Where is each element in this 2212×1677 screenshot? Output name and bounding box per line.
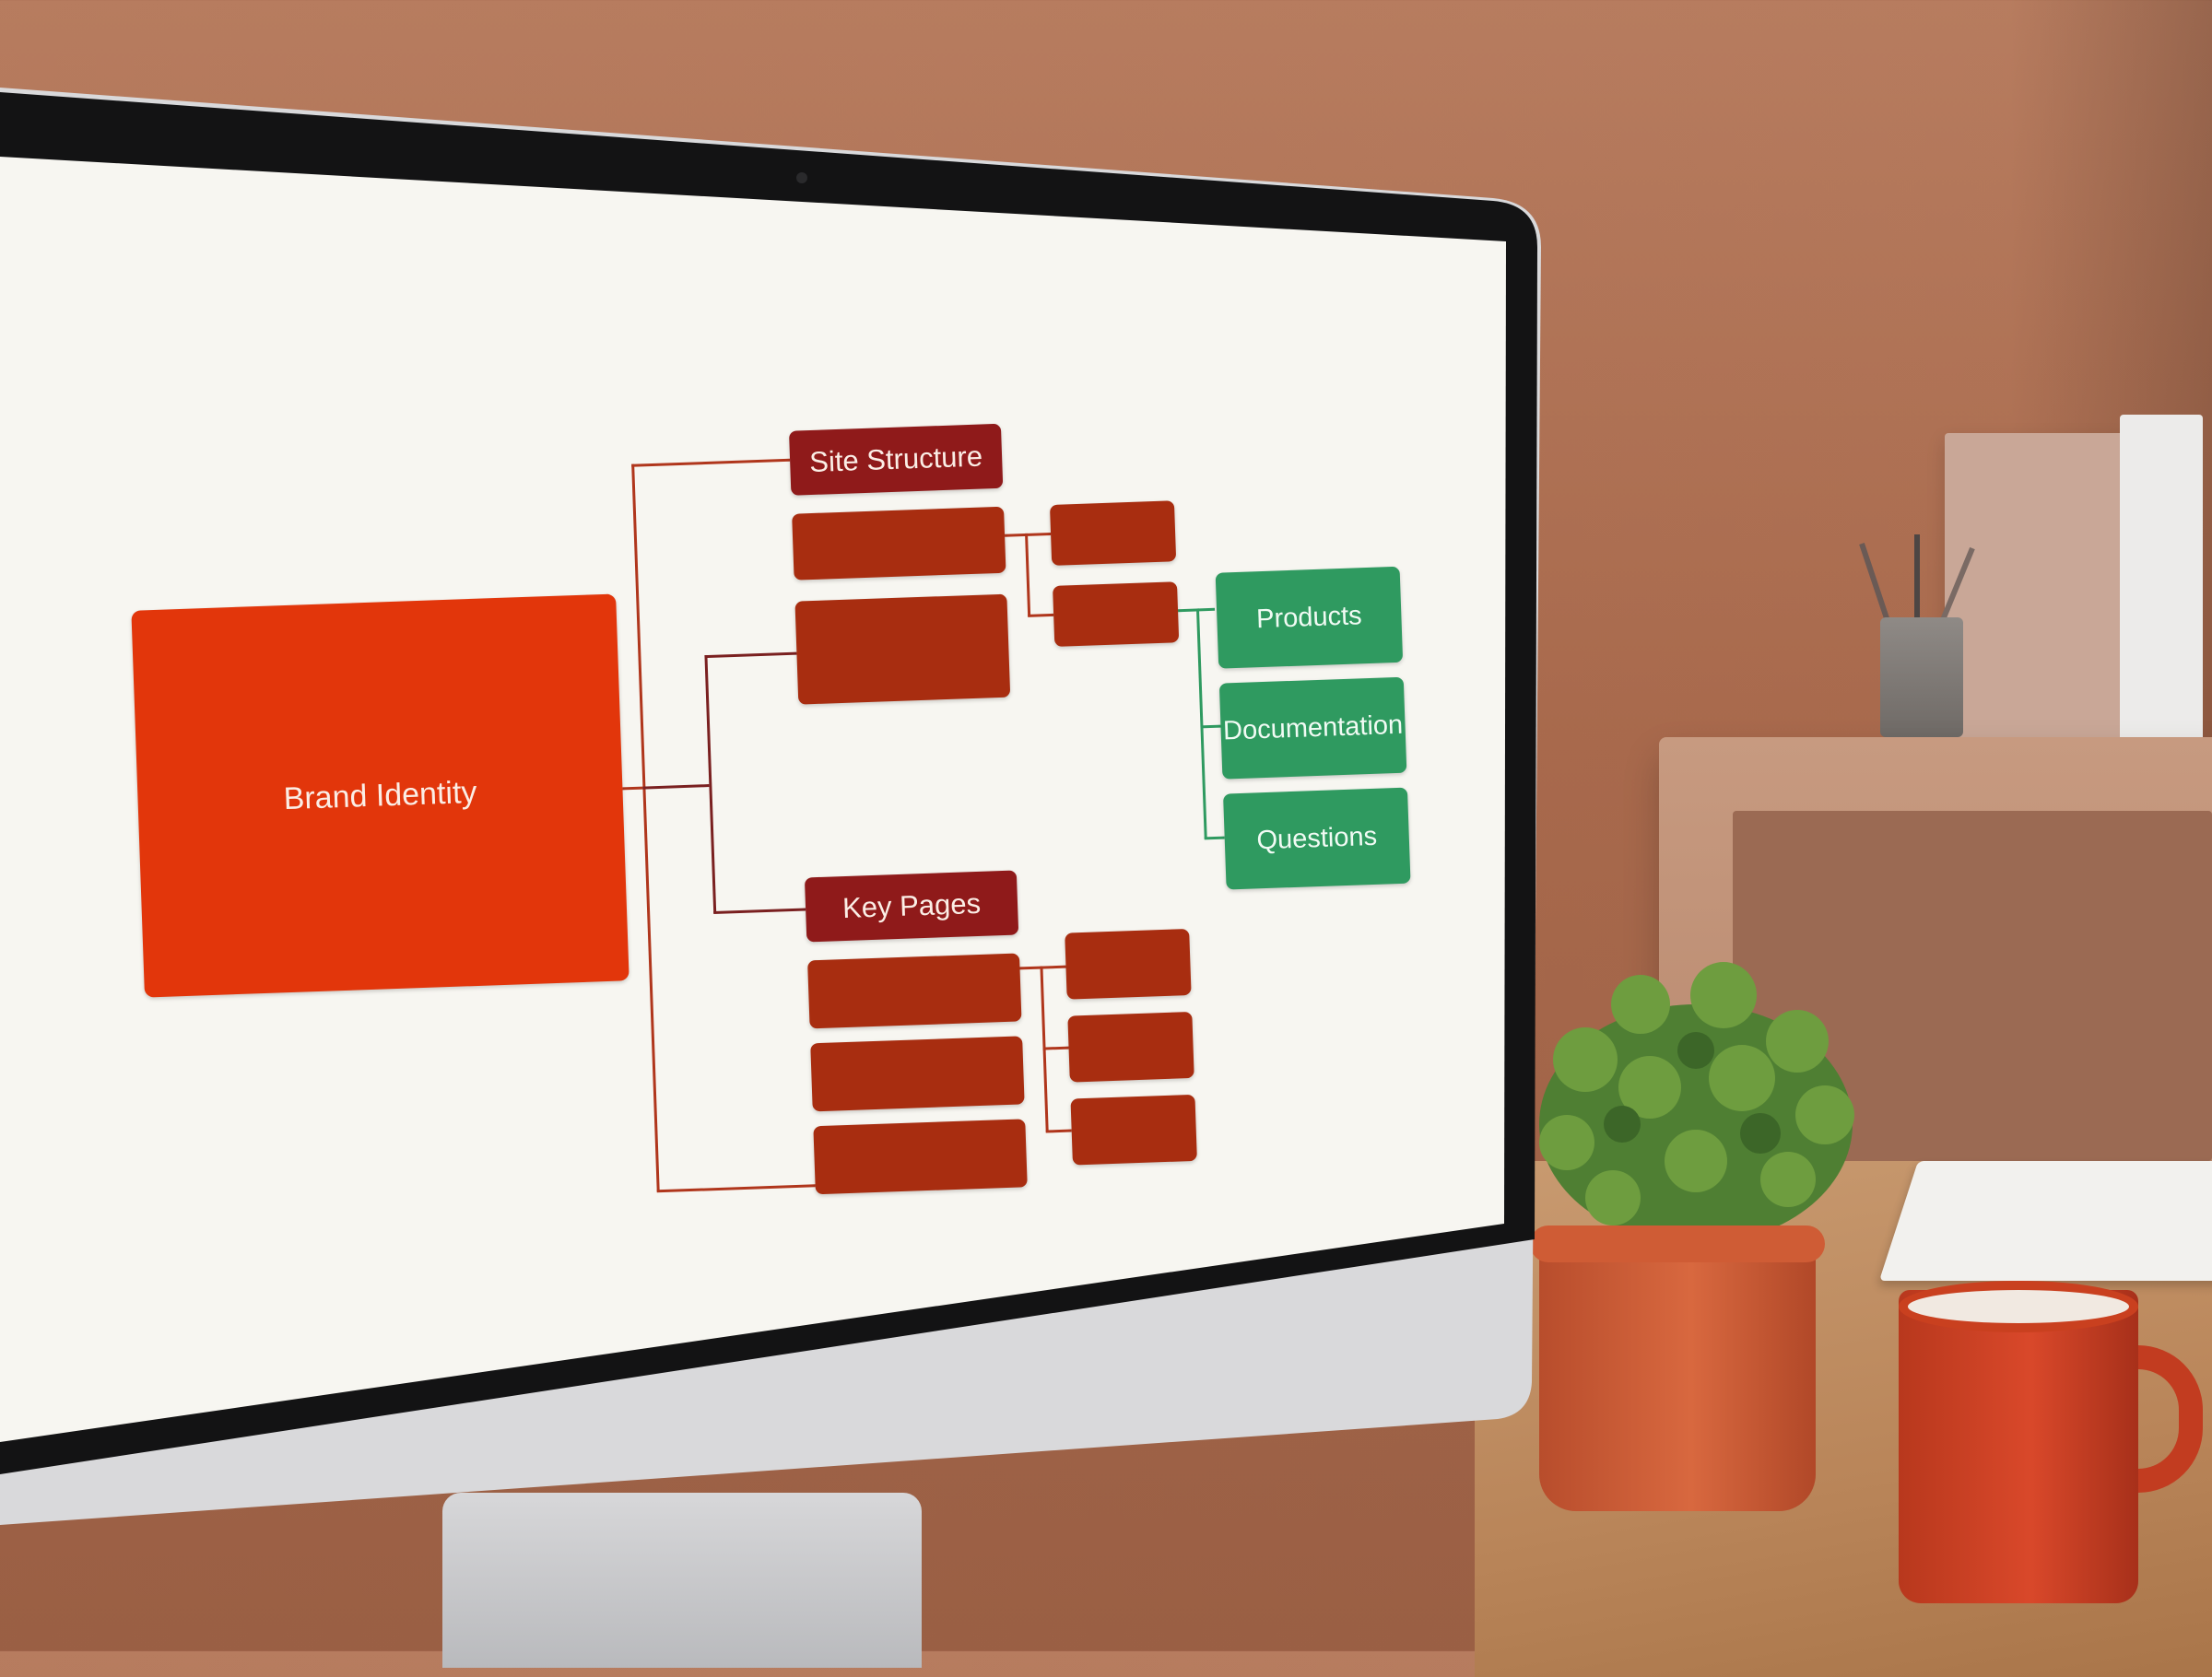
node-label: Brand Identity (283, 774, 478, 816)
binder-box (1945, 433, 2129, 737)
monitor-stand (442, 1493, 922, 1668)
node-block[interactable] (1049, 500, 1177, 566)
connector-line (622, 786, 643, 791)
node-block[interactable] (1070, 1094, 1197, 1166)
connector-line (1195, 608, 1207, 839)
node-brand-identity[interactable]: Brand Identity (131, 593, 629, 998)
plant-icon (1539, 962, 1854, 1244)
plant-pot (1539, 1235, 1816, 1511)
node-block[interactable] (807, 953, 1022, 1029)
binder (2120, 415, 2203, 746)
node-block[interactable] (1065, 928, 1192, 1000)
pens-icon (1859, 534, 1975, 627)
connector-line (1042, 1046, 1069, 1050)
connector-line (1045, 1129, 1072, 1133)
node-label: Key Pages (841, 886, 982, 925)
connector-line (631, 458, 791, 467)
connector-line (642, 784, 710, 790)
node-block[interactable] (794, 593, 1011, 705)
node-label: Site Structure (808, 440, 983, 479)
node-questions[interactable]: Questions (1223, 787, 1411, 890)
node-site-structure[interactable]: Site Structure (788, 423, 1004, 496)
node-key-pages[interactable]: Key Pages (804, 870, 1019, 943)
node-documentation[interactable]: Documentation (1218, 676, 1407, 780)
mug (1899, 1290, 2138, 1603)
node-block[interactable] (792, 506, 1006, 580)
mug-rim (1899, 1281, 2138, 1332)
node-label: Documentation (1222, 710, 1404, 746)
node-products[interactable]: Products (1215, 566, 1404, 669)
connector-line (631, 463, 660, 1192)
plant-pot-rim (1530, 1226, 1825, 1262)
node-block[interactable] (813, 1119, 1028, 1195)
connector-line (1028, 613, 1054, 617)
connector-line (656, 1184, 816, 1193)
node-block[interactable] (810, 1036, 1025, 1112)
connector-line (704, 651, 797, 659)
connector-line (1025, 533, 1031, 616)
node-block[interactable] (1067, 1011, 1194, 1083)
connector-line (713, 908, 806, 914)
connector-line (1204, 836, 1225, 840)
connector-line (1200, 724, 1221, 729)
pen-cup (1880, 617, 1963, 737)
node-label: Questions (1255, 821, 1378, 855)
node-label: Products (1255, 600, 1363, 634)
node-block[interactable] (1053, 581, 1180, 647)
